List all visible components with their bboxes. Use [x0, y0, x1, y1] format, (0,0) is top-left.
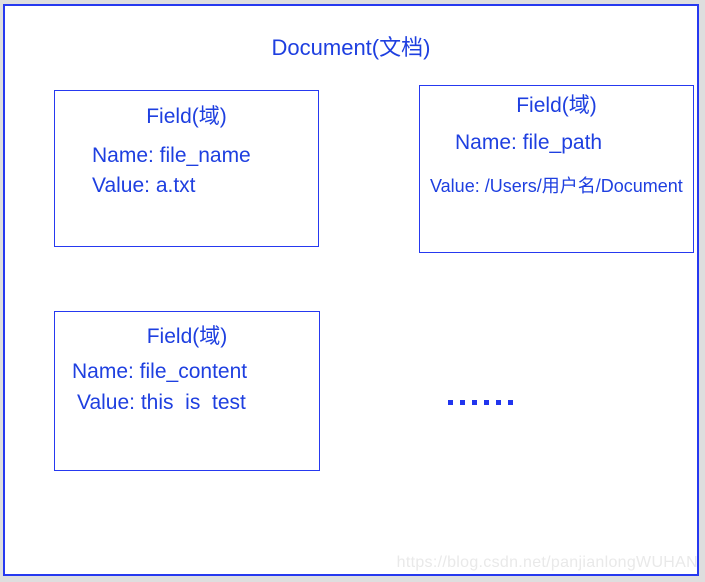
field-value-text: Value: /Users/用户名/Document	[430, 176, 683, 196]
document-box: Document(文档) Field(域) Name: file_name Va…	[3, 4, 699, 576]
field-box-heading: Field(域)	[516, 94, 597, 117]
dot-icon	[496, 400, 501, 405]
field-name-text: Name: file_path	[455, 131, 603, 154]
field-box-file-content: Field(域) Name: file_content Value: this …	[54, 311, 320, 471]
field-name-text: Name: file_name	[92, 144, 251, 167]
watermark-url: https://blog.csdn.net/panjianlongWUHAN	[396, 554, 698, 571]
dot-icon	[472, 400, 477, 405]
dot-icon	[484, 400, 489, 405]
field-box-heading: Field(域)	[146, 325, 228, 348]
dot-icon	[508, 400, 513, 405]
field-value-text: Value: this is test	[77, 391, 246, 414]
field-name-text: Name: file_content	[72, 360, 248, 383]
field-value-text: Value: a.txt	[92, 174, 196, 197]
field-box-heading: Field(域)	[146, 105, 227, 128]
dot-icon	[448, 400, 453, 405]
more-fields-ellipsis	[448, 400, 513, 405]
dot-icon	[460, 400, 465, 405]
document-title: Document(文档)	[271, 35, 431, 60]
field-box-file-name: Field(域) Name: file_name Value: a.txt	[54, 90, 319, 247]
field-box-file-path: Field(域) Name: file_path Value: /Users/用…	[419, 85, 694, 253]
